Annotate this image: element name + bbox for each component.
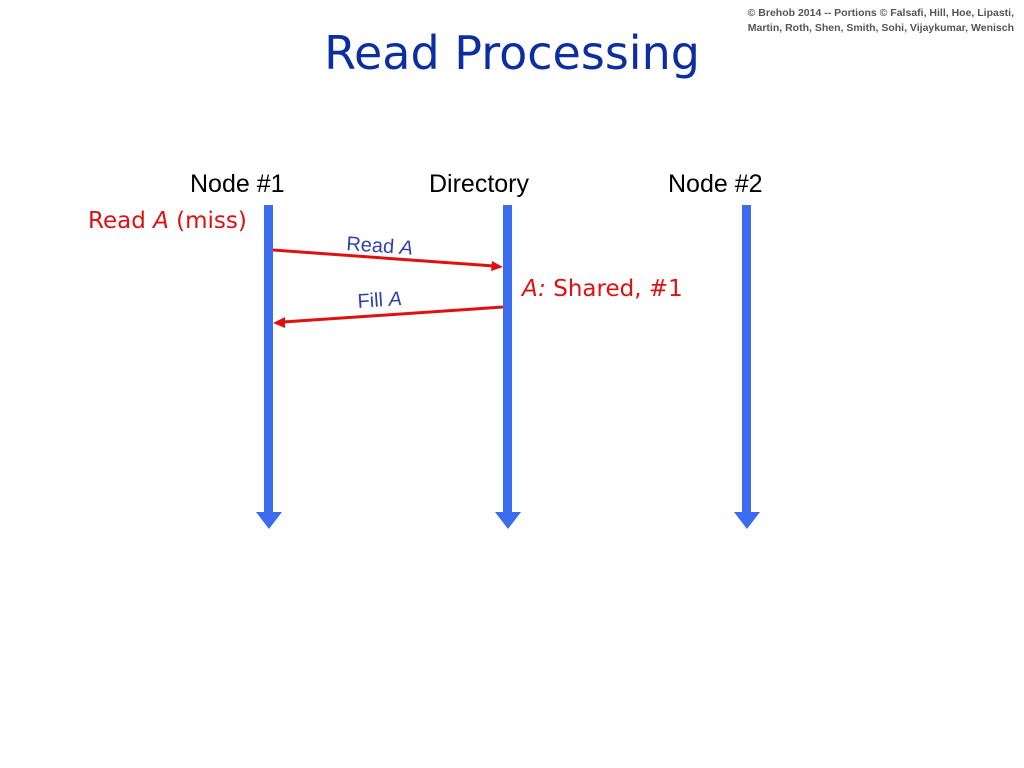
- message-fill-a-label: Fill A: [357, 288, 403, 313]
- timeline-node-1: [256, 205, 282, 529]
- message-read-a-prefix: Read: [346, 233, 401, 259]
- node-1-label: Node #1: [190, 170, 285, 198]
- read-miss-note: Read A (miss): [88, 208, 247, 234]
- message-read-a: Read A: [272, 233, 503, 271]
- read-note-suffix: (miss): [168, 208, 247, 234]
- timeline-directory-arrowhead: [495, 512, 521, 529]
- message-fill-a-prefix: Fill: [357, 289, 390, 313]
- directory-label: Directory: [429, 170, 530, 198]
- message-read-a-label: Read A: [346, 233, 414, 260]
- copyright-line-2: Martin, Roth, Shen, Smith, Sohi, Vijayku…: [747, 22, 1014, 35]
- message-fill-a-line: [282, 305, 504, 324]
- directory-state-note: A: Shared, #1: [522, 276, 683, 302]
- read-note-prefix: Read: [88, 208, 154, 234]
- message-fill-a: Fill A: [273, 288, 504, 328]
- timeline-directory: [495, 205, 521, 529]
- copyright-notice: © Brehob 2014 -- Portions © Falsafi, Hil…: [684, 6, 1014, 36]
- message-fill-a-arrowhead: [273, 317, 285, 328]
- message-read-a-line: [272, 248, 495, 268]
- timeline-node-2: [734, 205, 760, 529]
- message-fill-a-var: A: [387, 288, 403, 311]
- timeline-node-2-arrowhead: [734, 512, 760, 529]
- message-read-a-var: A: [398, 237, 414, 260]
- node-2-label: Node #2: [668, 170, 763, 198]
- copyright-line-1: © Brehob 2014 -- Portions © Falsafi, Hil…: [747, 7, 1014, 19]
- timeline-node-1-shaft: [264, 205, 273, 515]
- message-read-a-arrowhead: [491, 261, 503, 271]
- read-note-var: A: [153, 208, 169, 234]
- slide-title: Read Processing: [324, 26, 700, 80]
- timeline-node-2-shaft: [742, 205, 751, 515]
- timeline-directory-shaft: [503, 205, 512, 515]
- state-note-text: Shared, #1: [545, 276, 683, 302]
- state-note-var: A:: [522, 276, 546, 302]
- timeline-node-1-arrowhead: [256, 512, 282, 529]
